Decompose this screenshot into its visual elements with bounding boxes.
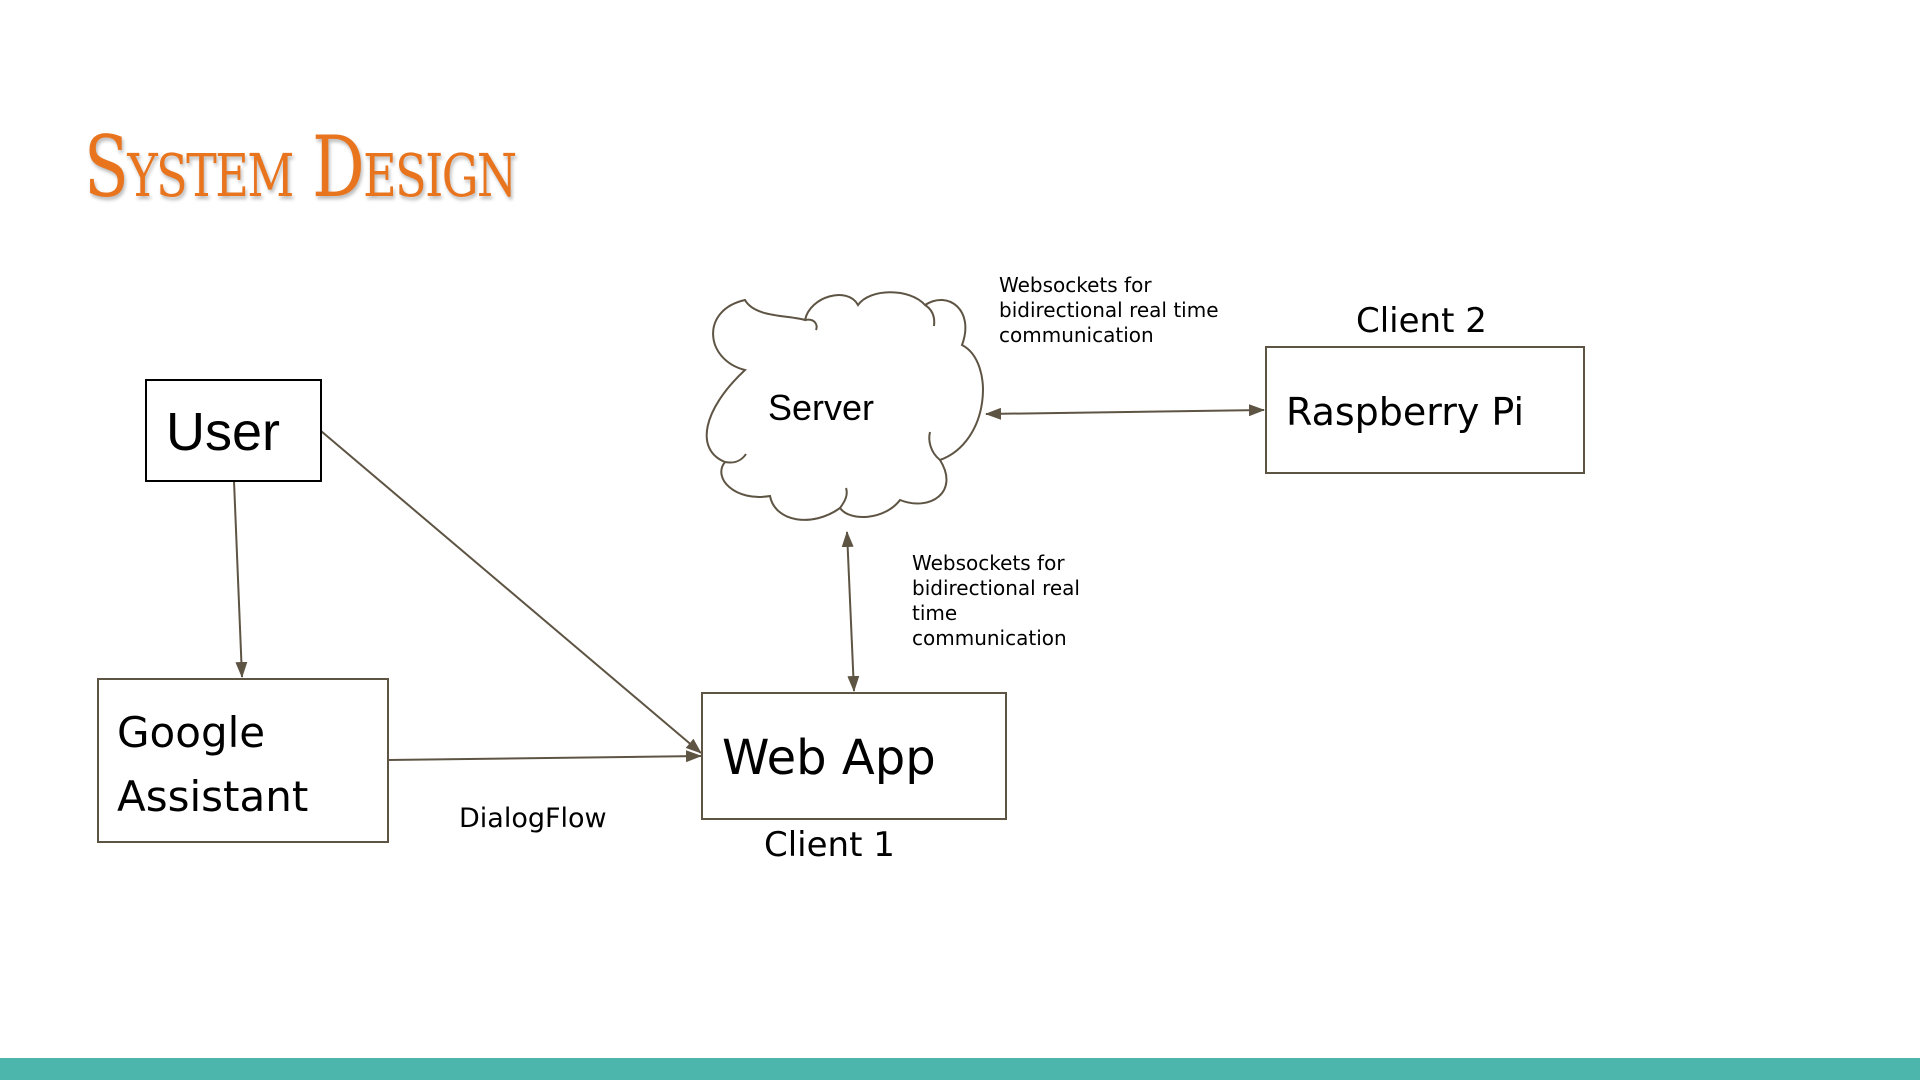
edge-label-server-webapp-line2: bidirectional real — [912, 576, 1080, 600]
edge-label-server-pi-line1: Websockets for — [999, 273, 1152, 297]
node-raspberry-pi-label: Raspberry Pi — [1286, 390, 1524, 434]
edge-label-server-webapp-line3: time — [912, 601, 957, 625]
node-google-assistant-label-line1: Google — [117, 708, 265, 757]
edge-server-to-webapp — [841, 531, 860, 692]
cloud-inner-curve — [839, 487, 848, 509]
cloud-shape — [705, 291, 984, 521]
edge-label-server-webapp-line4: communication — [912, 626, 1067, 650]
node-web-app — [701, 692, 1007, 820]
edge-assistant-to-webapp — [387, 750, 702, 763]
node-user-label: User — [166, 402, 280, 462]
edge-label-server-pi-line3: communication — [999, 323, 1154, 347]
bottom-accent-bar — [0, 1058, 1920, 1080]
edge-server-to-pi — [985, 404, 1265, 420]
node-raspberry-pi-caption: Client 2 — [1356, 301, 1487, 341]
node-server-label: Server — [768, 387, 874, 428]
cloud-inner-curve — [928, 431, 941, 461]
node-web-app-caption: Client 1 — [764, 825, 895, 865]
node-raspberry-pi — [1265, 346, 1585, 474]
node-web-app-label: Web App — [722, 730, 936, 786]
edge-user-to-assistant — [233, 480, 248, 678]
node-server: Server — [705, 291, 984, 521]
edge-user-to-webapp — [320, 430, 702, 754]
cloud-inner-curve — [724, 453, 747, 464]
edge-label-server-pi-line2: bidirectional real time — [999, 298, 1219, 322]
node-google-assistant — [97, 678, 389, 843]
cloud-inner-curve — [924, 304, 936, 327]
edge-label-server-webapp-line1: Websockets for — [912, 551, 1065, 575]
edge-label-dialogflow: DialogFlow — [459, 803, 607, 834]
node-user — [145, 379, 322, 482]
node-google-assistant-label-line2: Assistant — [117, 772, 308, 821]
cloud-inner-curve — [804, 318, 818, 331]
slide-title: System Design — [84, 118, 517, 216]
